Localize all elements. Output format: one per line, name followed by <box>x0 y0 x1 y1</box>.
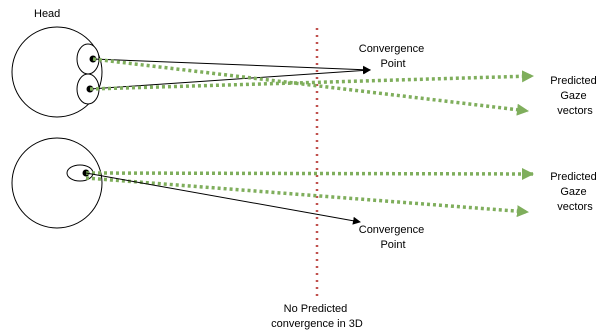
no-predicted-convergence-label: No Predicted convergence in 3D <box>271 303 363 330</box>
top-gaze-vector-upper <box>92 57 529 116</box>
convergence-point-label-bottom: Convergence Point <box>359 224 428 251</box>
bottom-convergence-line <box>85 172 361 225</box>
bottom-gaze-vector-lower <box>85 176 529 218</box>
bottom-head-circle <box>11 137 103 229</box>
top-convergence-line-upper <box>92 58 371 74</box>
top-convergence-line-lower <box>89 66 371 90</box>
head-label: Head <box>34 8 60 20</box>
predicted-gaze-vectors-label-bottom: Predicted Gaze vectors <box>550 171 600 213</box>
top-gaze-vector-lower <box>89 70 534 91</box>
convergence-point-label-top: Convergence Point <box>359 43 428 70</box>
predicted-gaze-vectors-label-top: Predicted Gaze vectors <box>550 75 600 117</box>
bottom-gaze-vector-upper <box>85 167 534 180</box>
